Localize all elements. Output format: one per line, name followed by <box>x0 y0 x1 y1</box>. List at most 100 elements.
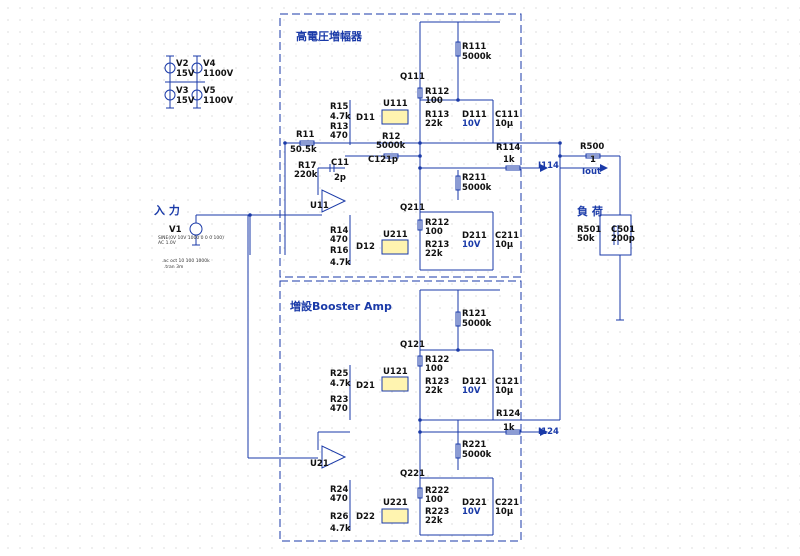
r114-value: 1k <box>503 155 515 165</box>
v4-label: V4 <box>203 59 216 69</box>
r500-value: 1 <box>590 155 596 165</box>
junction-dots <box>248 98 562 434</box>
u221-optocoupler <box>381 508 409 524</box>
r124-value: 1k <box>503 423 515 433</box>
v2-label: V2 <box>176 59 189 69</box>
r121-value: 5000k <box>462 319 492 329</box>
r111-value: 5000k <box>462 52 492 62</box>
u121-label: U121 <box>383 367 408 377</box>
d21-label: D21 <box>356 381 375 391</box>
r501-label: R501 <box>577 225 601 235</box>
u121-optocoupler <box>381 376 409 392</box>
r123-label: R123 <box>425 377 449 387</box>
d121-value: 10V <box>462 386 481 396</box>
sim-tran: .tran 3m <box>164 264 183 270</box>
r17-value: 220k <box>294 170 318 180</box>
v5-label: V5 <box>203 86 216 96</box>
r13-label: R13 <box>330 122 348 132</box>
r26-label: R26 <box>330 512 348 522</box>
d121-label: D121 <box>462 377 487 387</box>
r17-label: R17 <box>298 161 316 171</box>
r222-value: 100 <box>425 495 443 505</box>
power-sources <box>164 55 205 109</box>
r24-label: R24 <box>330 485 348 495</box>
c501-value: 200p <box>611 234 635 244</box>
r223-value: 22k <box>425 516 443 526</box>
r11-label: R11 <box>296 130 314 140</box>
u21-opamp <box>321 445 347 469</box>
r111-label: R111 <box>462 42 486 52</box>
r123-value: 22k <box>425 386 443 396</box>
r113-value: 22k <box>425 119 443 129</box>
c121-label: C121 <box>495 377 519 387</box>
d221-value: 10V <box>462 507 481 517</box>
hv-stage-wiring <box>349 21 500 271</box>
r221-value: 5000k <box>462 450 492 460</box>
input-title: 入 力 <box>154 203 180 217</box>
iout-arrow <box>600 164 608 172</box>
v3-value: 15V <box>176 96 195 106</box>
c121-value: 10μ <box>495 386 513 396</box>
booster-box <box>279 280 522 542</box>
r112-label: R112 <box>425 87 449 97</box>
r501-value: 50k <box>577 234 595 244</box>
v1-spec-2: AC 1.0V <box>158 240 177 246</box>
c501-label: C501 <box>611 225 635 235</box>
hv-amp-box <box>279 13 522 278</box>
v1-label: V1 <box>169 225 182 235</box>
d111-label: D111 <box>462 110 487 120</box>
r16-value: 4.7k <box>330 258 351 268</box>
v1-source <box>189 222 203 236</box>
v2-value: 15V <box>176 69 195 79</box>
booster-title: 増設Booster Amp <box>290 299 392 313</box>
r213-value: 22k <box>425 249 443 259</box>
r14-label: R14 <box>330 226 348 236</box>
q211-label: Q211 <box>400 203 425 213</box>
u221-label: U221 <box>383 498 408 508</box>
iout-probe: Iout <box>582 167 601 177</box>
v3-label: V3 <box>176 86 189 96</box>
r213-label: R213 <box>425 240 449 250</box>
v1-spec-1: SINE(0V 10V 1000 0 0 0 100) <box>158 235 224 241</box>
booster-stage-wiring <box>317 289 500 536</box>
r222-label: R222 <box>425 486 449 496</box>
i114-arrow <box>540 164 548 172</box>
d211-value: 10V <box>462 240 481 250</box>
q221-label: Q221 <box>400 469 425 479</box>
r121-label: R121 <box>462 309 486 319</box>
u111-optocoupler <box>381 109 409 125</box>
c211-value: 10μ <box>495 240 513 250</box>
r122-label: R122 <box>425 355 449 365</box>
u11-opamp <box>321 189 347 213</box>
d111-value: 10V <box>462 119 481 129</box>
u211-label: U211 <box>383 230 408 240</box>
r23-value: 470 <box>330 404 348 414</box>
resistor-bodies <box>299 41 601 499</box>
r26-value: 4.7k <box>330 524 351 534</box>
r223-label: R223 <box>425 507 449 517</box>
r114-label: R114 <box>496 143 520 153</box>
d211-label: D211 <box>462 231 487 241</box>
u211-optocoupler <box>381 239 409 255</box>
sim-ac: .ac oct 10 100 1000k <box>162 258 210 264</box>
r25-value: 4.7k <box>330 379 351 389</box>
r25-label: R25 <box>330 369 348 379</box>
u11-label: U11 <box>310 201 329 211</box>
c12-label: C12 <box>368 155 386 165</box>
u111-label: U111 <box>383 99 408 109</box>
c221-label: C221 <box>495 498 519 508</box>
c11-label: C11 <box>331 158 349 168</box>
r24-value: 470 <box>330 494 348 504</box>
r124-label: R124 <box>496 409 520 419</box>
r12-value: 5000k <box>376 141 406 151</box>
r221-label: R221 <box>462 440 486 450</box>
c221-value: 10μ <box>495 507 513 517</box>
r122-value: 100 <box>425 364 443 374</box>
r13-value: 470 <box>330 131 348 141</box>
r12-label: R12 <box>382 132 400 142</box>
load-title: 負 荷 <box>577 204 603 218</box>
c111-value: 10μ <box>495 119 513 129</box>
r211-value: 5000k <box>462 183 492 193</box>
r212-value: 100 <box>425 227 443 237</box>
